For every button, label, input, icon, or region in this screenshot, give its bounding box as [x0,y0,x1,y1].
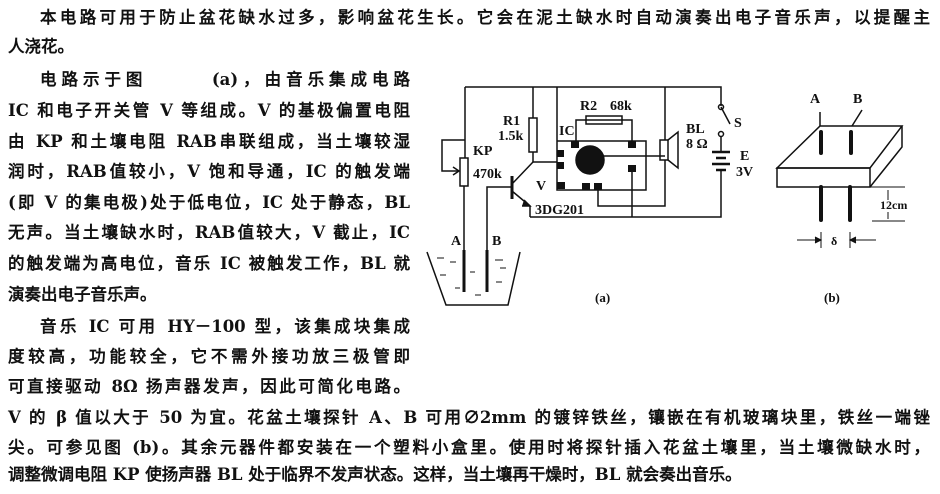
ic-chip [575,145,605,175]
caption-a: (a) [595,290,610,305]
text-line: 尖。可参见图 (b)。其余元器件都安装在一个塑料小盒里。使用时将探针插入花盆土壤… [8,438,930,457]
kp-label: KP [473,144,493,159]
r2-value: 68k [610,99,632,114]
ic-wires [597,155,666,217]
text-line: (即 V 的集电极)处于低电位，IC 处于静态，BL [8,193,410,212]
bottom-wire [530,170,722,218]
ic-label: IC [559,124,575,139]
battery-value: 3V [736,165,753,180]
r2-resistor [585,115,623,125]
ic-pads [557,141,636,190]
battery-label: E [740,149,749,164]
text-line: 无声。当土壤缺水时，RAB值较大，V 截止，IC [8,223,410,242]
figure-b-labels: A B 12cm δ (b) [810,92,907,305]
flower-pot [426,251,521,306]
kp-wiper [441,139,465,172]
text-line: 调整微调电阻 KP 使扬声器 BL 处于临界不发声状态。这样，当土壤再干燥时，B… [8,465,742,484]
figure-b-probe-block [775,109,905,248]
spacing-label: δ [831,234,837,248]
speaker-cone-icon [667,130,679,170]
wiper-arrow-icon [452,166,461,176]
figure-a-labels: R1 1.5k R2 68k IC KP 470k V 3DG201 BL 8 … [451,99,753,305]
kp-potentiometer [459,157,469,187]
text-line: 润时，RAB值较小，V 饱和导通，IC 的触发端 [8,162,410,181]
text-line: 音乐 IC 可用 HY－100 型，该集成块集成 [40,317,410,336]
switch-contact [717,130,725,138]
probe-a-label: A [810,92,821,107]
block-side [869,126,903,188]
r1-resistor [528,117,538,153]
r1-label: R1 [503,114,520,129]
text-line: 人浇花。 [8,37,74,56]
switch-label: S [734,116,742,131]
transistor-model: 3DG201 [535,203,584,218]
probes [462,250,489,292]
r2-wire [575,119,633,143]
kp-value: 470k [473,167,502,182]
probe-wires [819,109,863,127]
speaker-label: BL [686,122,705,137]
probe-b-label: B [492,234,501,249]
soil-marks [437,257,506,296]
caption-b: (b) [824,290,840,305]
text-line: 度较高，功能较全，它不需外接功放三极管即 [8,347,410,366]
block-front [776,167,871,188]
switch-contact [717,103,725,111]
text-line: 本电路可用于防止盆花缺水过多，影响盆花生长。它会在泥土缺水时自动演奏出电子音乐声… [40,8,930,27]
text-line: IC 和电子开关管 V 等组成。V 的基极偏置电阻 [8,101,410,120]
top-wire [465,86,722,106]
emitter-arrow-icon [522,199,532,207]
speaker-value: 8 Ω [686,137,708,152]
text-line: 可直接驱动 8Ω 扬声器发声，因此可简化电路。 [8,377,410,396]
transistor-leads [511,161,534,217]
dimension-arrow-icon [814,236,857,244]
text-line: 的触发端为高电位，音乐 IC 被触发工作，BL 就 [8,254,410,273]
text-line: 演奏出电子音乐声。 [8,285,157,304]
block-top [775,125,904,169]
text-line: 电路示于图 (a)，由音乐集成电路 [40,70,410,89]
probe-a-label: A [451,234,462,249]
probe-b-label: B [853,92,862,107]
text-line: 由 KP 和土壤电阻 RAB串联组成，当土壤较湿 [8,132,410,151]
battery-icon [712,150,730,172]
depth-label: 12cm [880,198,907,212]
probe-pins [819,130,853,222]
depth-dimension [870,186,905,222]
switch-blade[interactable] [720,106,731,125]
r2-label: R2 [580,99,597,114]
text-line: V 的 β 值以大于 50 为宜。花盆土壤探针 A、B 可用∅2mm 的镀锌铁丝… [8,408,930,427]
speaker-icon [659,139,669,161]
transistor-label: V [536,179,546,194]
figure-a-circuit [426,86,731,306]
r1-value: 1.5k [498,129,524,144]
